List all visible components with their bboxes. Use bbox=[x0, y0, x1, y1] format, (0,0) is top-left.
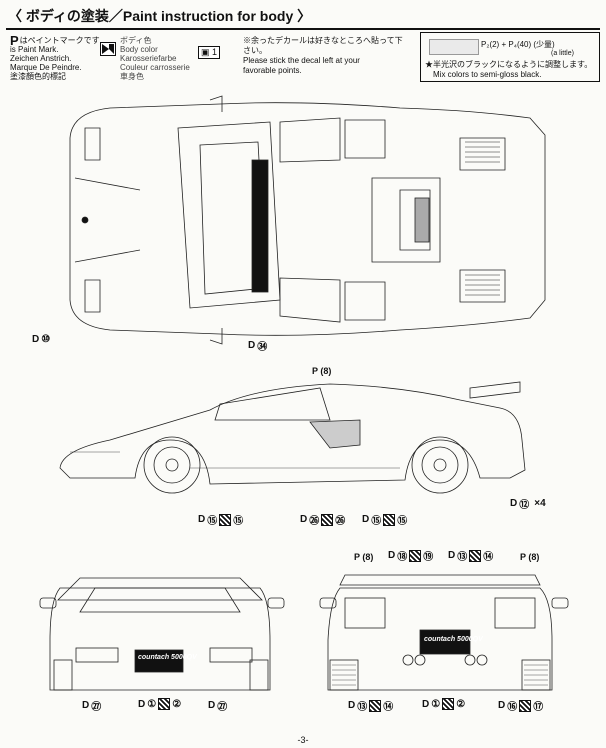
rear-paint-right: P (8) bbox=[520, 552, 540, 562]
body-color-cn: 車身色 bbox=[120, 72, 144, 81]
part-ref-badge: ▣ 1 bbox=[198, 46, 221, 59]
decal-note: ※余ったデカールは好きなところへ貼って下さい。 Please stick the… bbox=[243, 36, 408, 76]
paint-mark-text-en: is Paint Mark. bbox=[10, 45, 59, 54]
rear-view-drawing bbox=[319, 574, 569, 691]
color-mix-box: P₂(2) + P₄(40) (少量) (a little) ★半光沢のブラック… bbox=[420, 32, 600, 82]
paint-mark-text-de: Zeichen Anstrich. bbox=[10, 54, 72, 63]
title-rule bbox=[6, 28, 600, 30]
part-ref-number: 1 bbox=[212, 47, 218, 57]
color-note-jp: ★半光沢のブラックになるように調整します。 bbox=[425, 60, 593, 69]
front-plate: countach 5000QV bbox=[138, 654, 197, 661]
front-view-drawing bbox=[39, 577, 285, 691]
page-title: 〈 ボディの塗装／Paint instruction for body 〉 bbox=[8, 8, 312, 24]
rear-plate: countach 5000QV bbox=[424, 636, 483, 643]
decal-note-en2: favorable points. bbox=[243, 66, 302, 75]
color-formula: P₂(2) + P₄(40) (少量) bbox=[481, 40, 555, 49]
body-color-jp: ボディ色 bbox=[120, 36, 152, 45]
page-number: -3- bbox=[297, 735, 309, 745]
paint-mark-symbol: P bbox=[10, 33, 19, 48]
body-color-fr: Couleur carrosserie bbox=[120, 63, 190, 72]
decal-note-jp: ※余ったデカールは好きなところへ貼って下さい。 bbox=[243, 36, 403, 55]
paint-mark-text-cn: 塗漆顏色的標記 bbox=[10, 72, 66, 81]
rear-paint-left: P (8) bbox=[354, 552, 374, 562]
side-view-drawing bbox=[59, 381, 526, 494]
top-view-drawing bbox=[69, 95, 546, 345]
side-paint-ref: P (8) bbox=[312, 366, 332, 376]
body-color-en: Body color bbox=[120, 45, 158, 54]
paint-mark-text-fr: Marque De Peindre. bbox=[10, 63, 82, 72]
color-formula-sub: (a little) bbox=[551, 50, 574, 57]
paint-mark-text-jp: はペイントマークです bbox=[19, 36, 100, 45]
color-note-en: Mix colors to semi-gloss black. bbox=[433, 70, 542, 79]
decal-note-en1: Please stick the decal left at your bbox=[243, 56, 360, 65]
body-color-de: Karosseriefarbe bbox=[120, 54, 177, 63]
body-color-icon bbox=[100, 42, 116, 56]
semi-gloss-swatch bbox=[429, 39, 479, 55]
paint-mark-legend: Pはペイントマークです is Paint Mark. Zeichen Anstr… bbox=[10, 33, 105, 81]
